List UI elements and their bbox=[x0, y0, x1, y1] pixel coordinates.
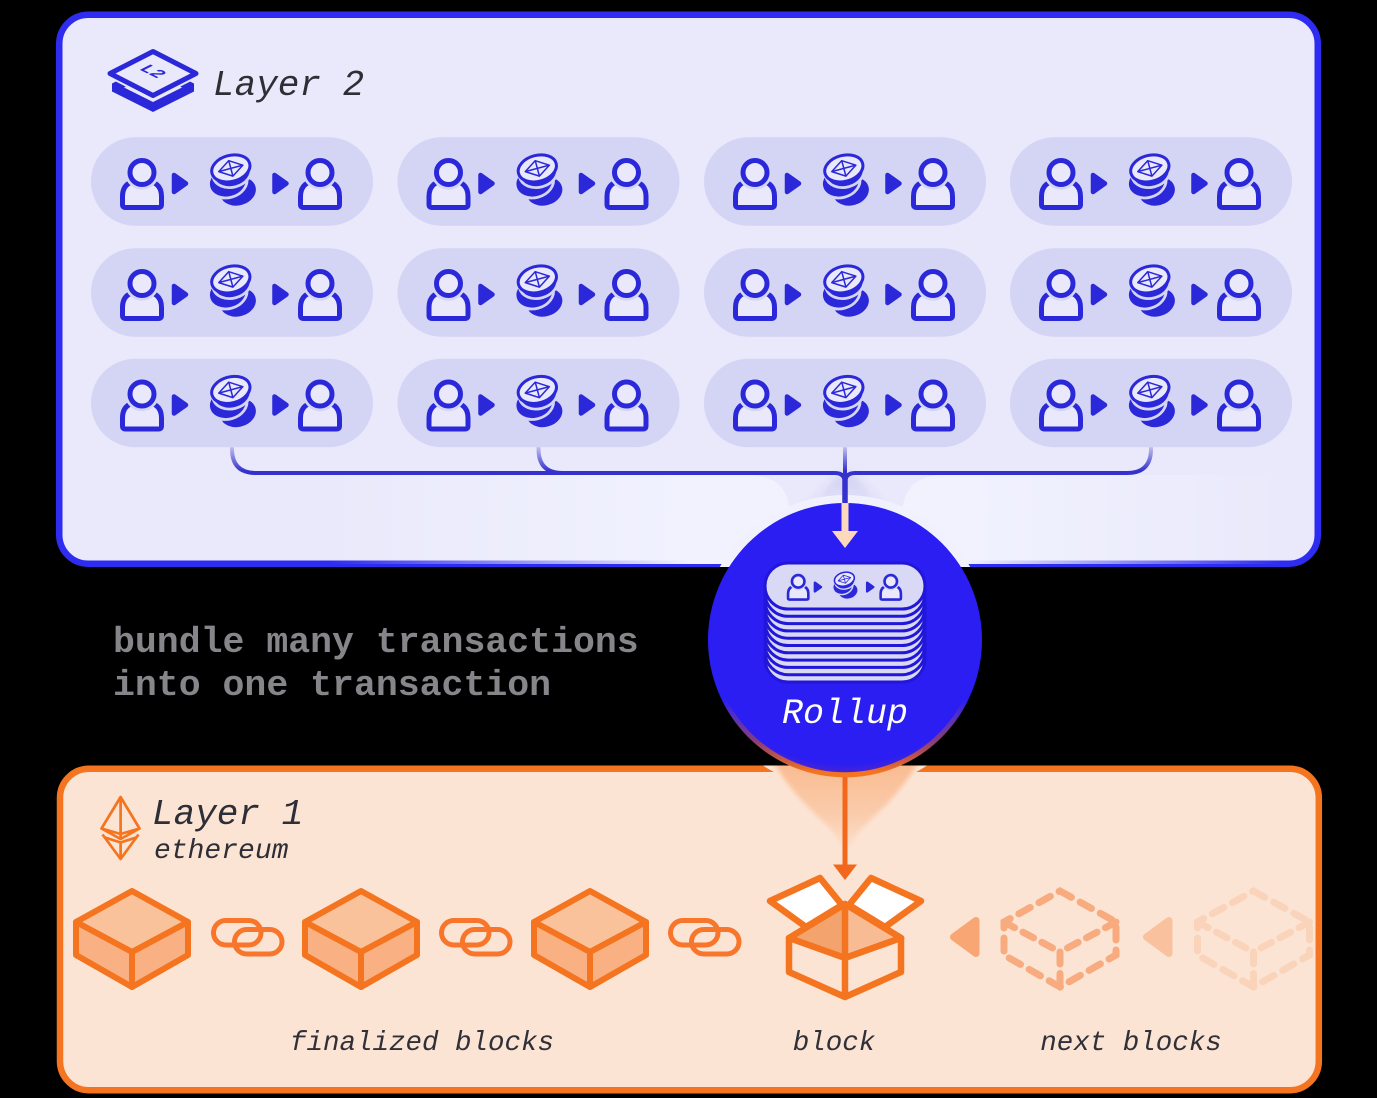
svg-text:ethereum: ethereum bbox=[154, 836, 289, 867]
svg-text:Layer 2: Layer 2 bbox=[213, 65, 364, 106]
svg-text:next blocks: next blocks bbox=[1040, 1028, 1222, 1059]
svg-text:into one transaction: into one transaction bbox=[113, 665, 551, 706]
svg-text:finalized blocks: finalized blocks bbox=[290, 1028, 554, 1059]
svg-text:Layer 1: Layer 1 bbox=[152, 794, 303, 835]
svg-text:block: block bbox=[793, 1028, 876, 1059]
svg-text:Rollup: Rollup bbox=[782, 694, 908, 734]
svg-text:bundle many transactions: bundle many transactions bbox=[113, 622, 639, 663]
